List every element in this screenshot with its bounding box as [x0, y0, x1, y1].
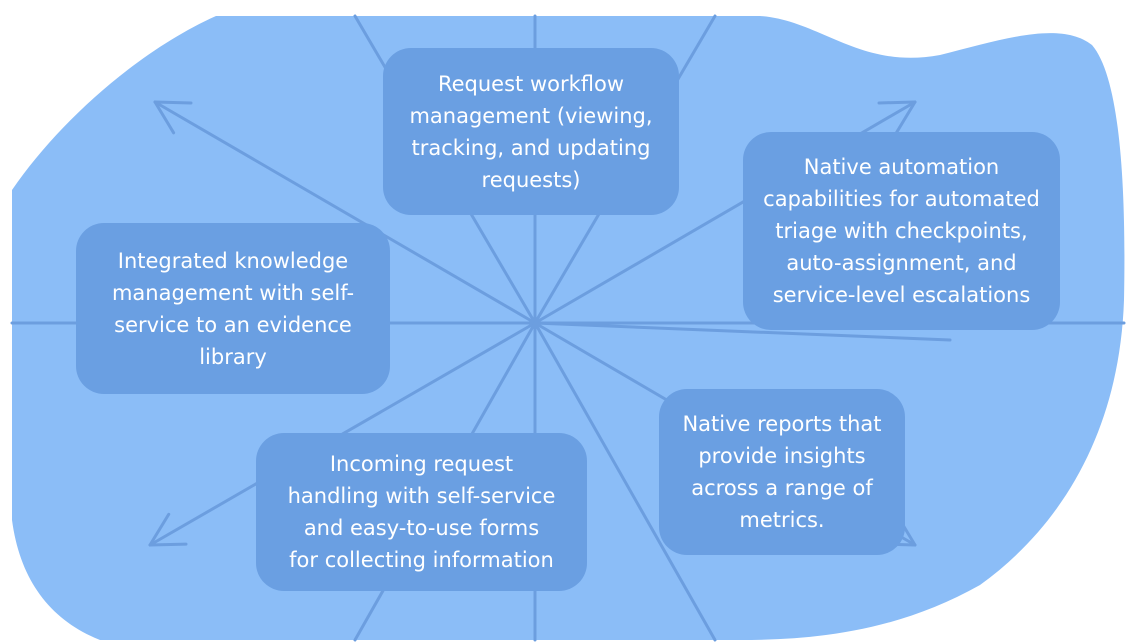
- arrow-ray: [153, 100, 537, 325]
- feature-card-incoming-request: Incoming request handling with self-serv…: [256, 433, 587, 591]
- feature-text-incoming-request: Incoming request handling with self-serv…: [287, 452, 556, 572]
- arrowhead: [877, 100, 917, 135]
- spoke-line: [533, 321, 717, 642]
- arrowhead: [153, 100, 193, 135]
- arrowhead: [148, 512, 188, 547]
- feature-card-native-automation: Native automation capabilities for autom…: [743, 132, 1060, 330]
- feature-card-native-reports: Native reports that provide insights acr…: [659, 389, 905, 555]
- feature-text-native-reports: Native reports that provide insights acr…: [682, 412, 882, 532]
- feature-card-request-workflow: Request workflow management (viewing, tr…: [383, 48, 679, 215]
- feature-text-native-automation: Native automation capabilities for autom…: [763, 155, 1040, 307]
- feature-card-knowledge-management: Integrated knowledge management with sel…: [76, 223, 390, 394]
- feature-text-request-workflow: Request workflow management (viewing, tr…: [409, 71, 653, 192]
- spoke-line: [533, 321, 952, 342]
- feature-text-knowledge-management: Integrated knowledge management with sel…: [111, 248, 355, 369]
